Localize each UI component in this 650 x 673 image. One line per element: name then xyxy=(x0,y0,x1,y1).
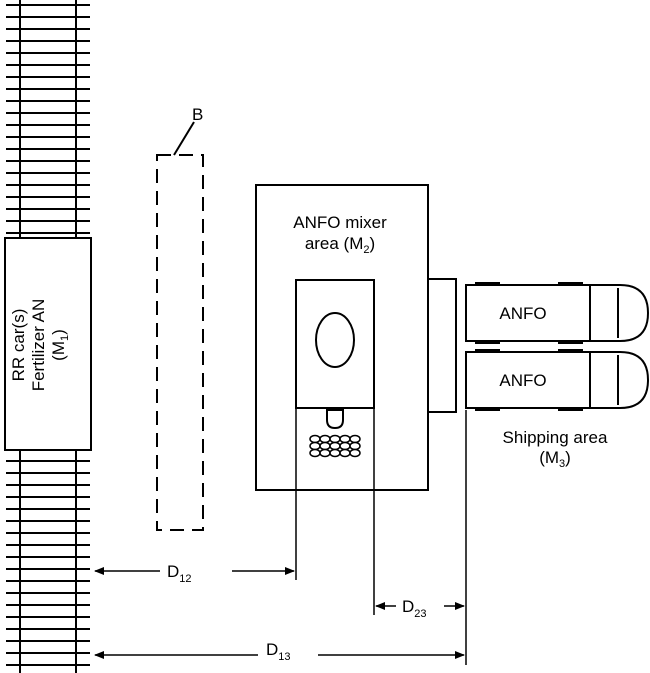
an-bag xyxy=(309,434,321,444)
railroad-track xyxy=(6,0,90,673)
an-bag xyxy=(329,448,341,458)
shipping-label-line2: (M3) xyxy=(539,448,571,470)
mixer-area: ANFO mixer area (M2) xyxy=(255,184,457,491)
mixer-unit xyxy=(295,279,375,409)
rr-car-body xyxy=(4,237,92,451)
an-bag xyxy=(339,441,351,451)
dimension-d23: D23 xyxy=(375,597,465,620)
an-bag xyxy=(319,434,331,444)
rr-car-label-line1: RR car(s) xyxy=(9,309,28,382)
mixer-tank xyxy=(315,312,355,368)
d23-label: D23 xyxy=(402,597,427,620)
an-bag xyxy=(339,448,351,458)
barrier-leader-line xyxy=(173,121,195,156)
truck-2: ANFO xyxy=(465,349,650,411)
truck-2-label: ANFO xyxy=(499,371,546,390)
truck-1-trailer xyxy=(465,284,591,342)
railroad-ties xyxy=(6,4,90,666)
an-bag xyxy=(309,448,321,458)
shipping-label-line1: Shipping area xyxy=(503,428,608,447)
truck-1: ANFO xyxy=(465,282,650,344)
truck-1-label: ANFO xyxy=(499,304,546,323)
d13-label: D13 xyxy=(266,640,291,663)
rr-car: RR car(s) Fertilizer AN (M1) xyxy=(4,237,92,451)
an-bag xyxy=(319,441,331,451)
an-bag xyxy=(349,448,361,458)
barrier-label: B xyxy=(192,105,203,124)
rr-car-label-line2: Fertilizer AN xyxy=(29,299,48,392)
d12-label: D12 xyxy=(167,562,192,585)
an-bag xyxy=(309,441,321,451)
an-bag xyxy=(329,434,341,444)
an-bag xyxy=(339,434,351,444)
dimension-d13: D13 xyxy=(94,640,465,663)
barrier-b: B xyxy=(156,105,204,531)
truck-2-trailer xyxy=(465,351,591,409)
rr-car-label-m1: (M1) xyxy=(49,329,71,361)
mixer-label-line2: area (M2) xyxy=(305,234,375,256)
loading-dock xyxy=(427,278,457,413)
barrier-outline xyxy=(156,154,204,531)
mixer-hopper xyxy=(326,409,344,430)
an-bag xyxy=(329,441,341,451)
an-bag xyxy=(349,441,361,451)
an-bag xyxy=(349,434,361,444)
dimension-d12: D12 xyxy=(94,562,295,585)
mixer-label-line1: ANFO mixer xyxy=(293,213,387,232)
an-bag xyxy=(319,448,331,458)
an-bag-stack xyxy=(309,434,361,458)
